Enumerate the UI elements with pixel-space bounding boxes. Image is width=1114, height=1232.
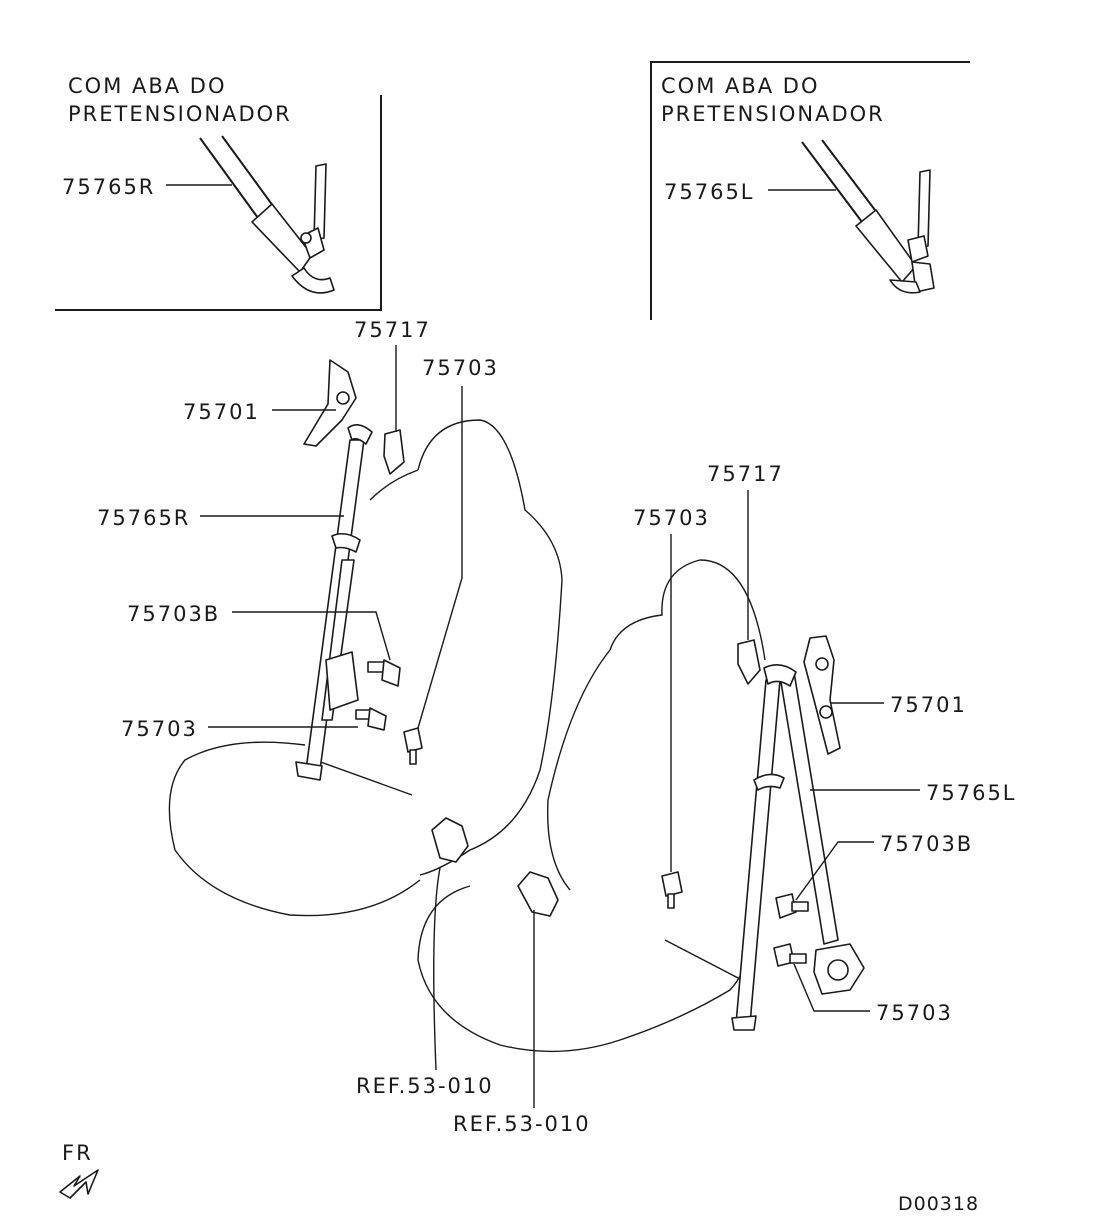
inset-left-part-label[interactable]: 75765R	[62, 175, 155, 199]
inset-left: COM ABA DO PRETENSIONADOR 75765R	[55, 74, 382, 311]
leader-ref-left	[433, 867, 441, 1071]
left-seat-outline	[168, 419, 563, 917]
right-clip-75717[interactable]	[737, 639, 761, 685]
inset-right: COM ABA DO PRETENSIONADOR 75765L	[650, 61, 970, 320]
pretensioner-l-illustration	[801, 139, 935, 294]
inset-right-caption-1: COM ABA DO	[661, 74, 820, 98]
inset-right-frame	[650, 61, 970, 320]
label-right-75703B[interactable]: 75703B	[880, 832, 973, 856]
label-left-75703-bottom[interactable]: 75703	[121, 717, 198, 741]
right-recliner-tab[interactable]	[517, 871, 559, 917]
left-belt-guide	[331, 532, 361, 553]
label-right-75717[interactable]: 75717	[707, 462, 784, 486]
left-clip-75717[interactable]	[383, 429, 405, 475]
label-left-75701[interactable]: 75701	[183, 400, 260, 424]
label-left-75703B[interactable]: 75703B	[127, 602, 220, 626]
left-retractor	[325, 651, 359, 711]
right-belt-webbing-front	[735, 679, 781, 1025]
front-label: FR	[62, 1141, 93, 1165]
inset-right-caption-2: PRETENSIONADOR	[661, 102, 885, 126]
inset-left-caption-2: PRETENSIONADOR	[68, 102, 292, 126]
right-bolt-75703b[interactable]	[775, 893, 809, 919]
front-direction-indicator: FR	[59, 1141, 99, 1199]
label-ref-left[interactable]: REF.53-010	[356, 1074, 494, 1098]
left-bolt-75703-top[interactable]	[403, 727, 423, 765]
right-anchor-75701[interactable]	[803, 635, 841, 755]
left-belt-webbing	[305, 439, 365, 771]
left-recliner-tab[interactable]	[431, 817, 469, 863]
right-belt-guide	[763, 664, 797, 687]
label-right-75765L[interactable]: 75765L	[926, 781, 1017, 805]
left-seatbelt-assembly	[295, 359, 423, 781]
label-ref-right[interactable]: REF.53-010	[453, 1112, 591, 1136]
left-bolt-75703-lower[interactable]	[355, 707, 387, 731]
leader-right-75703B	[795, 841, 874, 901]
right-seat-outline	[417, 559, 766, 1053]
right-bolt-75703-top[interactable]	[661, 871, 683, 909]
left-bolt-75703b[interactable]	[367, 659, 401, 687]
inset-right-part-label[interactable]: 75765L	[664, 180, 755, 204]
label-left-75703-top[interactable]: 75703	[422, 356, 499, 380]
label-left-75717[interactable]: 75717	[354, 318, 431, 342]
label-right-75701[interactable]: 75701	[890, 693, 967, 717]
label-left-75765R[interactable]: 75765R	[97, 506, 190, 530]
leader-left-75703B	[232, 611, 391, 661]
right-bolt-75703-lower[interactable]	[773, 943, 807, 967]
label-right-75703-top[interactable]: 75703	[633, 506, 710, 530]
leader-right-75703-bottom	[793, 963, 870, 1012]
label-right-75703-bottom[interactable]: 75703	[876, 1001, 953, 1025]
right-seatbelt-assembly	[661, 635, 865, 1031]
front-arrow-icon	[59, 1169, 99, 1199]
inset-left-frame	[55, 95, 382, 311]
inset-left-caption-1: COM ABA DO	[68, 74, 227, 98]
drawing-code: D00318	[898, 1193, 979, 1215]
leader-left-75703-top	[417, 386, 463, 729]
left-anchor-75701[interactable]	[303, 359, 357, 447]
pretensioner-r-illustration	[199, 135, 335, 294]
